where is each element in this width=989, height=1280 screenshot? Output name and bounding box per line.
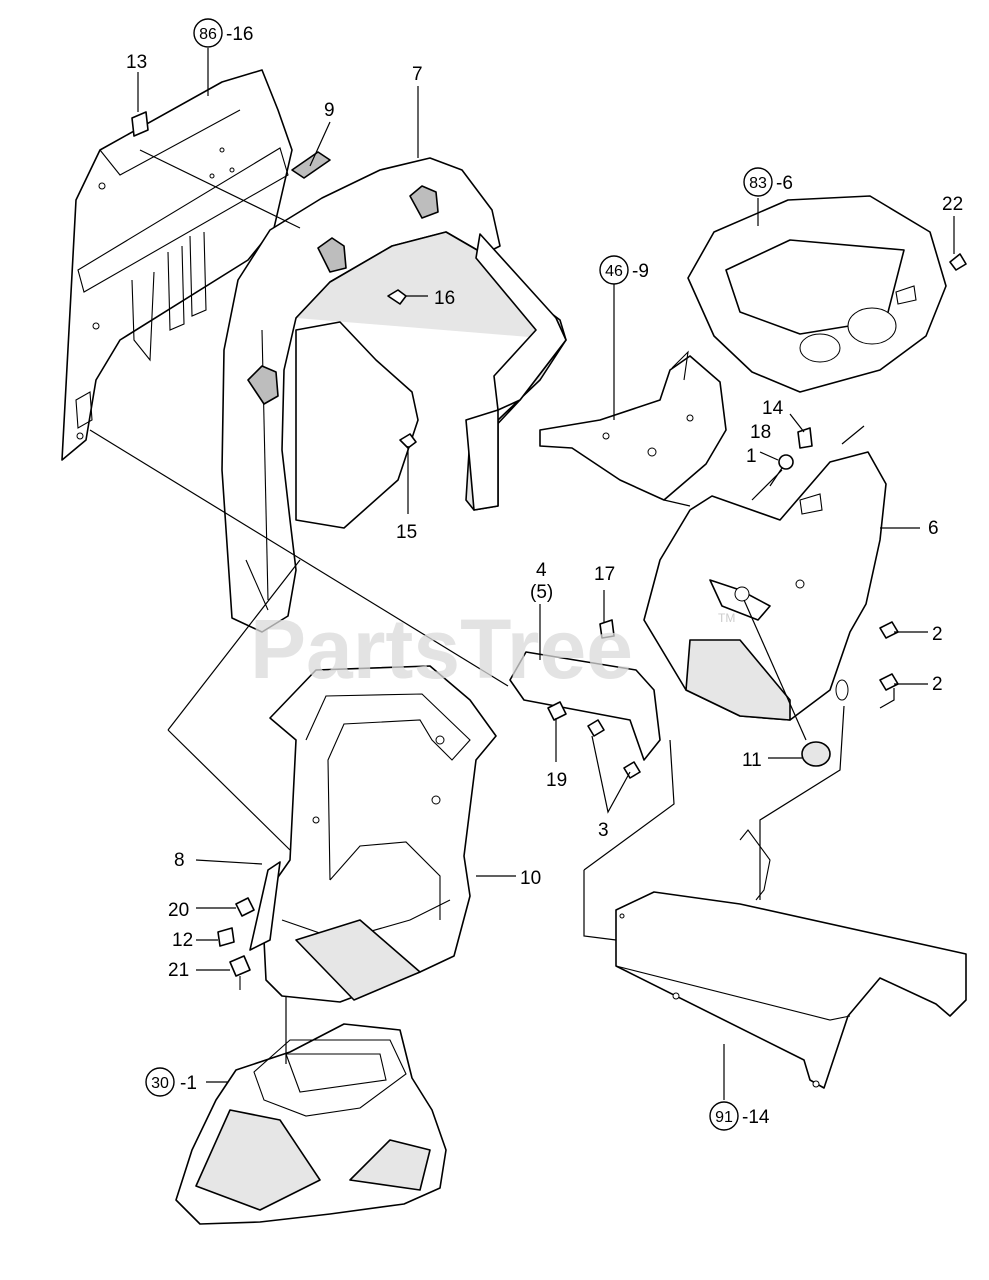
assembly-lines <box>89 149 895 1064</box>
watermark-trademark: TM <box>718 611 735 625</box>
washer-1 <box>778 454 794 470</box>
ref-30-number: 30 <box>151 1075 169 1092</box>
bolt-2-a <box>879 621 899 639</box>
bolt-21 <box>229 955 251 990</box>
screw-15 <box>399 433 417 449</box>
watermark-text: PartsTree <box>250 602 633 696</box>
callout-16: 16 <box>434 288 455 309</box>
callout-19: 19 <box>546 770 567 791</box>
callout-10: 10 <box>520 868 541 889</box>
ref-86-number: 86 <box>199 26 217 43</box>
ref-30: 30 -1 <box>145 1067 197 1097</box>
callout-11: 11 <box>742 750 762 771</box>
ref-86: 86 -16 <box>193 18 253 48</box>
under-cover-91 <box>615 829 967 1089</box>
callout-7: 7 <box>412 64 423 85</box>
callout-4: 4 <box>536 560 547 581</box>
callout-8: 8 <box>174 850 185 871</box>
ref-91-number: 91 <box>715 1109 733 1126</box>
callout-14: 14 <box>762 398 784 419</box>
ref-86-suffix: -16 <box>226 24 253 45</box>
callout-leaders <box>137 48 955 1100</box>
nut-17 <box>599 619 615 639</box>
callout-20: 20 <box>168 900 189 921</box>
callout-18: 18 <box>750 422 771 443</box>
callout-15: 15 <box>396 522 417 543</box>
bracket-46 <box>539 350 727 501</box>
callout-21: 21 <box>168 960 189 981</box>
bolt-20 <box>235 897 255 917</box>
callout-5: (5) <box>530 582 553 603</box>
dash-cover-6 <box>643 451 887 721</box>
ref-46: 46 -9 <box>599 255 649 285</box>
knob-11 <box>801 741 831 767</box>
screw-22 <box>949 253 967 271</box>
ref-30-suffix: -1 <box>180 1073 197 1094</box>
ref-46-number: 46 <box>605 263 623 280</box>
ref-91: 91 -14 <box>709 1101 770 1131</box>
callout-1: 1 <box>746 446 757 467</box>
front-panel-plate <box>61 69 293 461</box>
ref-83-number: 83 <box>749 175 767 192</box>
ref-83-suffix: -6 <box>776 173 793 194</box>
frame-10 <box>261 665 497 1003</box>
callout-22: 22 <box>942 194 963 215</box>
bushing-14-18 <box>797 427 813 449</box>
bolt-2-b <box>879 673 899 691</box>
callout-6: 6 <box>928 518 939 539</box>
callout-12: 12 <box>172 930 193 951</box>
nut-12 <box>217 927 235 947</box>
bolt-19 <box>547 701 567 721</box>
clip-13 <box>131 111 149 137</box>
ref-91-suffix: -14 <box>742 1107 770 1128</box>
ref-83: 83 -6 <box>743 167 793 197</box>
callout-2-upper: 2 <box>932 624 943 645</box>
base-casting-30 <box>175 1023 447 1225</box>
callout-13: 13 <box>126 52 147 73</box>
bracket-8 <box>249 861 281 951</box>
callout-9: 9 <box>324 100 335 121</box>
ref-46-suffix: -9 <box>632 261 649 282</box>
callout-2-lower: 2 <box>932 674 943 695</box>
callout-3: 3 <box>598 820 609 841</box>
callout-17: 17 <box>594 564 615 585</box>
meter-panel-83 <box>687 195 947 393</box>
hood-cover-7 <box>221 157 567 633</box>
